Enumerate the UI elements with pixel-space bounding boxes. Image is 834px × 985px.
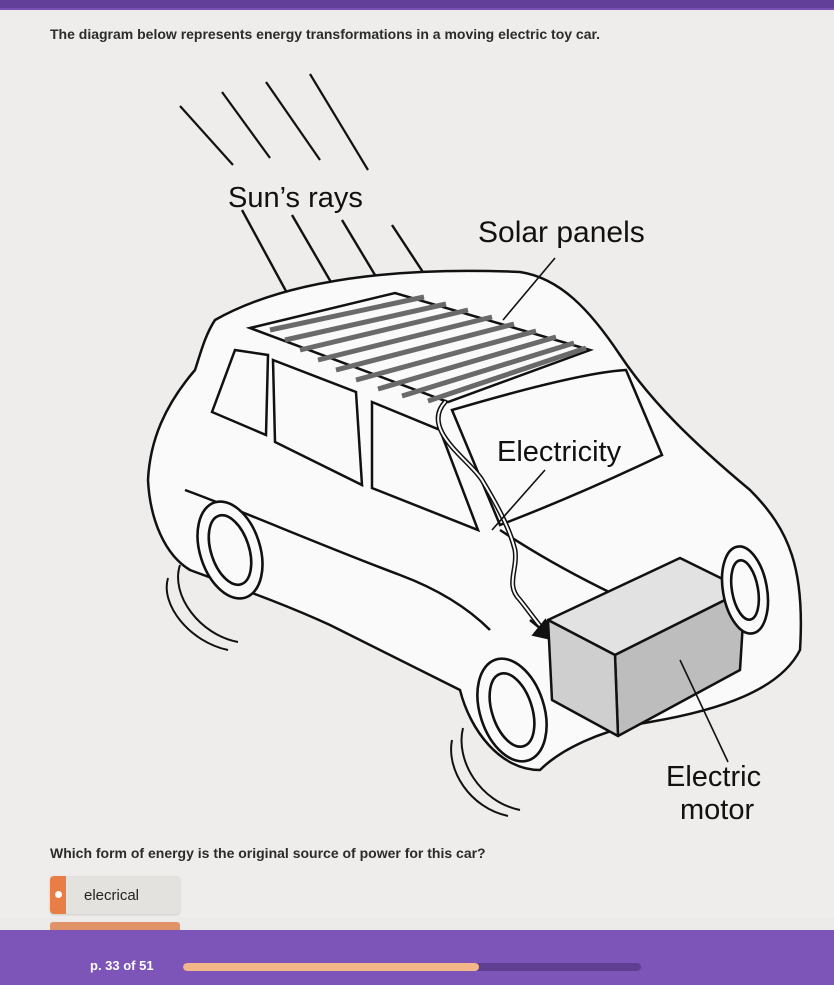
wheels — [196, 500, 770, 763]
answer-bullet-icon — [50, 876, 66, 914]
question-content: The diagram below represents energy tran… — [0, 10, 834, 918]
label-suns-rays: Sun’s rays — [228, 182, 363, 214]
solar-panel — [245, 291, 594, 404]
label-electricity: Electricity — [497, 436, 622, 468]
progress-fill — [183, 963, 480, 971]
page-indicator: p. 33 of 51 — [90, 958, 154, 973]
electric-motor-box — [546, 556, 747, 738]
question-text: Which form of energy is the original sou… — [50, 845, 486, 861]
car-windows — [210, 348, 664, 533]
next-answer-option[interactable] — [50, 922, 180, 930]
label-leaders — [491, 257, 729, 763]
top-strip — [0, 0, 834, 8]
motion-lines — [165, 564, 521, 817]
label-solar-panels: Solar panels — [478, 216, 645, 249]
sun-rays-upper — [179, 73, 369, 171]
label-electric: Electric — [666, 761, 761, 793]
question-prompt: The diagram below represents energy tran… — [50, 26, 601, 42]
label-motor: motor — [680, 794, 754, 826]
progress-bar — [183, 963, 641, 971]
footer-bar: p. 33 of 51 — [0, 930, 834, 985]
answer-text: elecrical — [84, 887, 140, 904]
answer-option[interactable]: elecrical — [50, 876, 180, 914]
solar-car-diagram: Sun’s rays Solar panels Electricity Elec… — [146, 73, 803, 826]
